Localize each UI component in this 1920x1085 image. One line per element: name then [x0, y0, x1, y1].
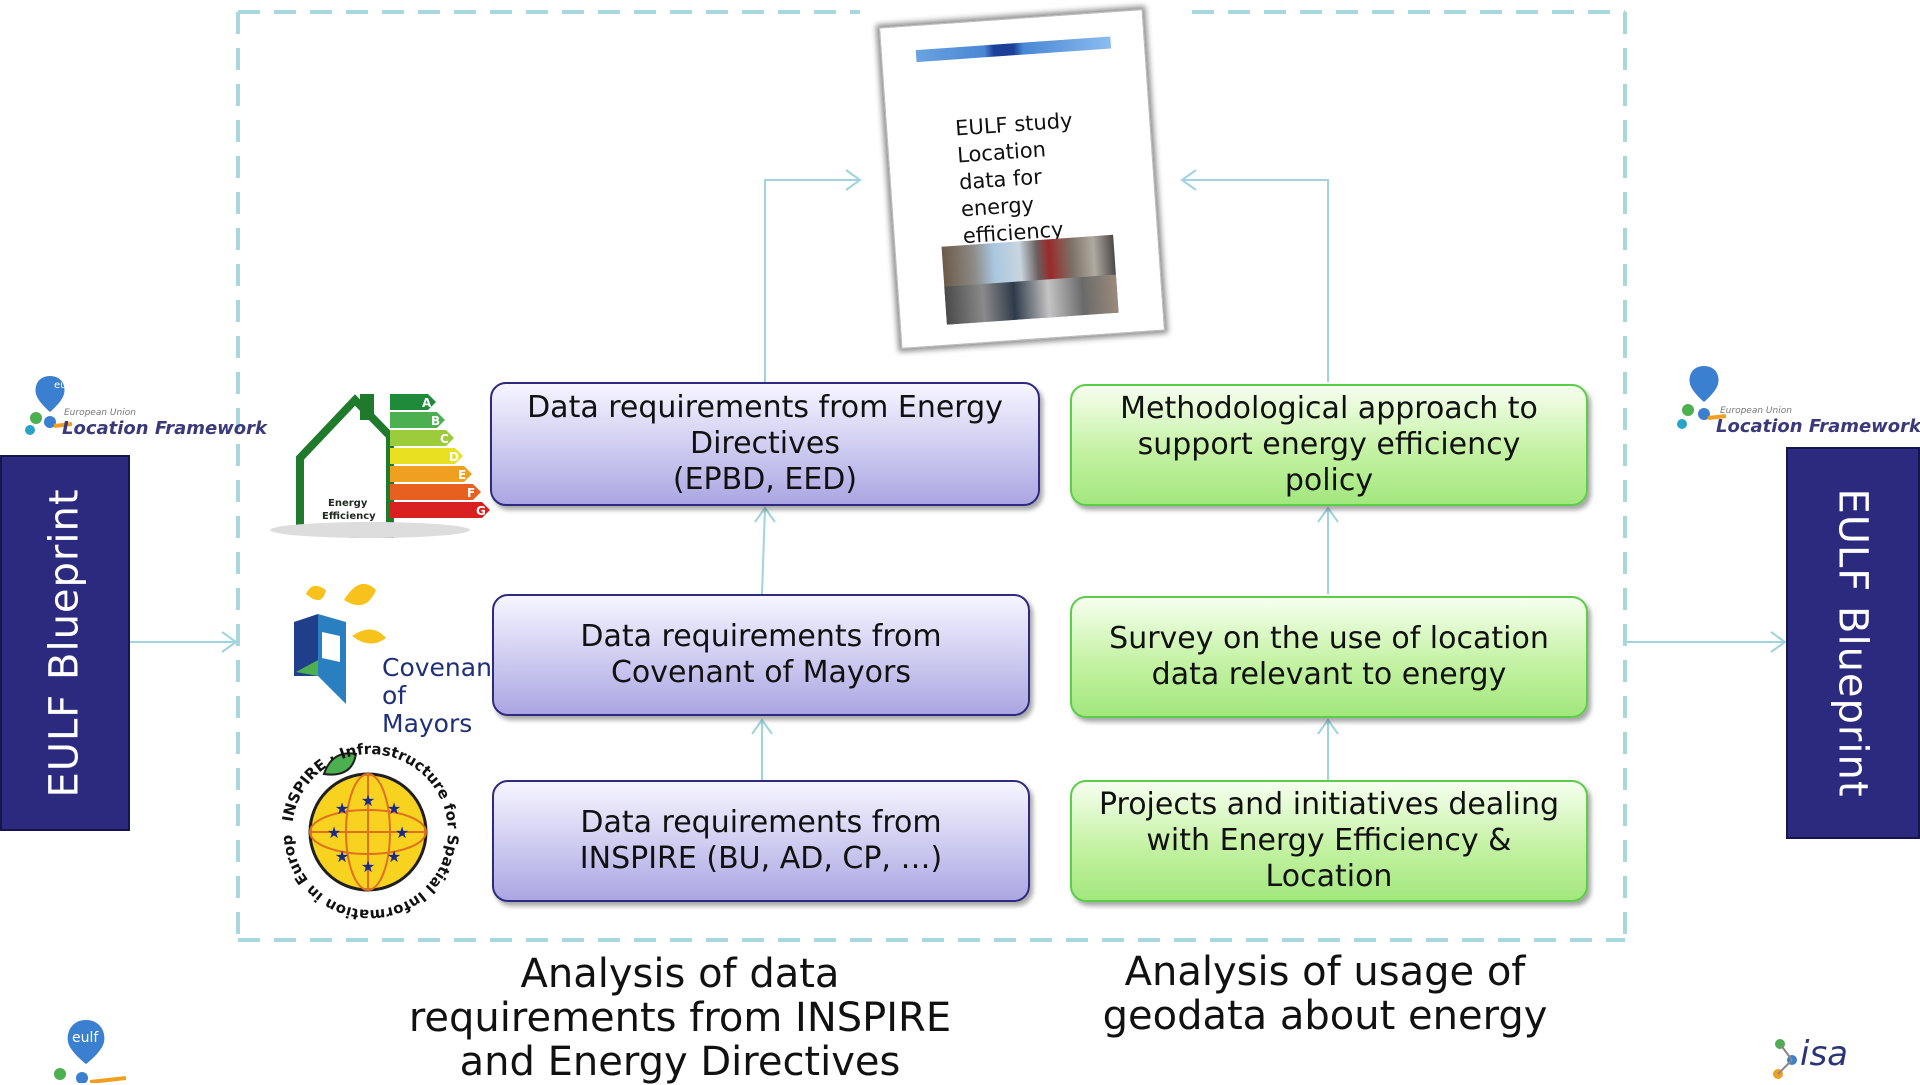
- report-document: EULF study Location data for energy effi…: [879, 9, 1165, 349]
- energy-class-bar: [390, 466, 472, 482]
- connector-middle-to-top-left: [761, 507, 766, 595]
- covenant-text: Covenant of Mayors: [382, 653, 502, 738]
- energy-class-letter: A: [422, 396, 432, 410]
- isa-text: isa: [1800, 1034, 1848, 1074]
- inspire-logo: ★★★ ★★ ★★★ INSPIRE · Infrastructure for …: [267, 718, 468, 928]
- connector-top-right-to-report: [1182, 179, 1329, 382]
- energy-class-letter: G: [476, 504, 486, 518]
- arrowhead-blueprint-right: [1770, 631, 1787, 653]
- energy-label-text-1: Energy: [328, 498, 368, 509]
- energy-class-letter: C: [440, 432, 449, 446]
- blueprint-left-label: EULF Blueprint: [42, 488, 88, 798]
- connector-top-left-to-report: [764, 179, 860, 382]
- energy-label-text-2: Efficiency: [322, 511, 376, 522]
- energy-class-letter: B: [431, 414, 440, 428]
- covenant-of-mayors-logo: Covenant of Mayors: [282, 576, 502, 738]
- energy-class-bar: [390, 430, 454, 446]
- blueprint-right-label: EULF Blueprint: [1830, 488, 1876, 798]
- arrowhead-right-2: [1317, 506, 1339, 523]
- eulf-logo-bottom: eulf: [30, 1016, 140, 1083]
- arrowhead-left-2: [754, 506, 776, 523]
- arrowhead-right-3: [1180, 169, 1197, 191]
- caption-right: Analysis of usage of geodata about energ…: [1102, 949, 1548, 1039]
- isa-logo: isa: [1770, 1034, 1880, 1083]
- caption-left: Analysis of data requirements from INSPI…: [408, 951, 952, 1085]
- arrowhead-right-1: [1317, 718, 1339, 735]
- report-title: EULF study Location data for energy effi…: [954, 108, 1074, 249]
- eulf-pin-icon: [54, 1020, 127, 1083]
- svg-text:★: ★: [361, 857, 375, 876]
- eulf-name: Location Framework: [1716, 416, 1920, 437]
- box-covenant-of-mayors: Data requirements from Covenant of Mayor…: [492, 594, 1030, 716]
- blueprint-left-bar: EULF Blueprint: [0, 455, 130, 831]
- box-methodological-approach: Methodological approach to support energ…: [1070, 384, 1588, 506]
- eulf-badge-text: eulf: [54, 380, 73, 391]
- svg-text:★: ★: [395, 823, 409, 842]
- eulf-pin-icon: [1677, 366, 1727, 429]
- eulf-logo-left: eulf European Union Location Framework: [14, 372, 267, 442]
- energy-class-bar: [390, 394, 436, 410]
- svg-text:★: ★: [387, 847, 401, 866]
- energy-class-bar: [390, 484, 481, 500]
- eulf-pin-icon: [25, 376, 73, 435]
- box-projects-initiatives: Projects and initiatives dealing with En…: [1070, 780, 1588, 902]
- box-energy-directives: Data requirements from Energy Directives…: [490, 382, 1040, 506]
- svg-text:★: ★: [361, 791, 375, 810]
- box-inspire-requirements: Data requirements from INSPIRE (BU, AD, …: [492, 780, 1030, 902]
- energy-class-letter: E: [458, 468, 466, 482]
- energy-class-letter: D: [449, 450, 459, 464]
- energy-class-bar: [390, 502, 490, 518]
- arrowhead-left-1: [751, 718, 773, 735]
- eulf-subtitle: European Union: [64, 408, 136, 418]
- svg-text:★: ★: [335, 847, 349, 866]
- energy-class-letter: F: [467, 486, 475, 500]
- eulf-badge-text: eulf: [72, 1030, 99, 1046]
- svg-text:★: ★: [327, 823, 341, 842]
- eulf-logo-right: European Union Location Framework: [1664, 362, 1920, 442]
- report-photo-strip: [941, 234, 1119, 325]
- blueprint-right-bar: EULF Blueprint: [1786, 447, 1920, 839]
- energy-class-bar: [390, 412, 445, 428]
- inspire-globe-icon: ★★★ ★★ ★★★ INSPIRE · Infrastructure for …: [267, 718, 462, 924]
- arrowhead-blueprint-left: [221, 631, 238, 653]
- svg-text:★: ★: [335, 799, 349, 818]
- covenant-emblem-icon: [294, 583, 386, 704]
- box-survey-location-data: Survey on the use of location data relev…: [1070, 596, 1588, 718]
- eulf-name: Location Framework: [62, 418, 268, 439]
- report-header-bar: [915, 36, 1112, 63]
- energy-class-bar: [390, 448, 463, 464]
- isa-nodes-icon: [1773, 1039, 1797, 1079]
- svg-text:★: ★: [387, 799, 401, 818]
- arrowhead-left-3: [845, 169, 862, 191]
- eulf-subtitle: European Union: [1720, 406, 1792, 416]
